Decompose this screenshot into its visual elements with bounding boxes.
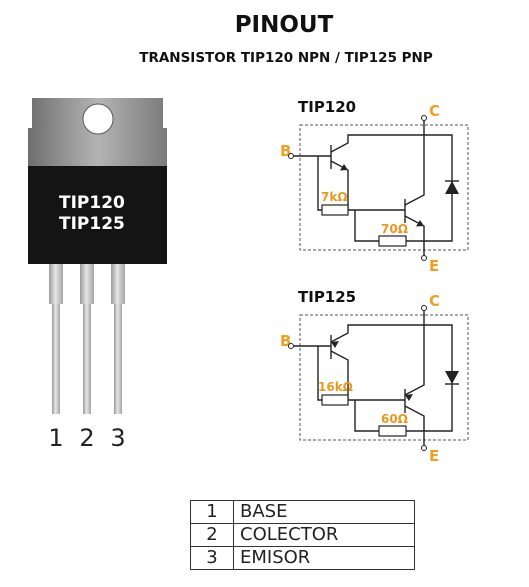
leg-2-wide [80, 264, 94, 304]
pin-number-2: 2 [79, 424, 94, 452]
terminal-base-label: B [280, 332, 291, 350]
terminal-base-label: B [280, 142, 291, 160]
r1-left-wire [317, 156, 322, 211]
leg-1-wide [49, 264, 63, 304]
q1-collector-wire [330, 350, 355, 401]
resistor-r1-value: 16kΩ [318, 380, 353, 394]
emitter-terminal [421, 445, 427, 451]
pin-name-cell: COLECTOR [233, 523, 415, 547]
diode-loop-wire [424, 324, 453, 432]
r2-left-wire [354, 400, 379, 432]
q2-emitter-arrow [405, 394, 413, 401]
base-terminal [288, 153, 294, 159]
leg-3-wide [111, 264, 125, 304]
mounting-hole [82, 103, 114, 135]
terminal-collector-label: C [429, 292, 440, 310]
pin-number-cell: 3 [190, 546, 234, 570]
q2-emitter-arrow [416, 220, 424, 227]
q1-emitter-arrow [331, 341, 339, 348]
resistor-r2-value: 70Ω [381, 222, 408, 236]
leg-1 [52, 304, 60, 414]
diode-symbol [445, 181, 459, 194]
terminal-collector-label: C [429, 102, 440, 120]
schematic-tip120: TIP120 C B E 7kΩ 70Ω [280, 98, 469, 275]
table-row: 2 COLECTOR [190, 523, 415, 547]
dashed-outline [299, 314, 469, 441]
pin-number-1: 1 [48, 424, 63, 452]
resistor-r1 [321, 394, 349, 406]
page-subtitle: TRANSISTOR TIP120 NPN / TIP125 PNP [139, 50, 433, 66]
page-title: PINOUT [235, 12, 334, 38]
leg-2 [83, 304, 91, 414]
terminal-emitter-label: E [429, 257, 439, 275]
pin-number-cell: 1 [190, 500, 234, 524]
q1-emitter-wire [330, 160, 355, 211]
resistor-r1 [321, 204, 349, 216]
q2-collector-wire [404, 121, 425, 206]
terminal-emitter-label: E [429, 447, 439, 465]
resistor-r1-value: 7kΩ [321, 190, 348, 204]
pin-table: 1 BASE 2 COLECTOR 3 EMISOR [190, 500, 415, 570]
emitter-terminal [421, 255, 427, 261]
collector-terminal [421, 305, 427, 311]
pin-name-cell: BASE [233, 500, 415, 524]
pin-name-cell: EMISOR [233, 546, 415, 570]
schematic-tip125: TIP125 C B E 16kΩ 60Ω [280, 288, 469, 465]
resistor-r2 [378, 425, 407, 437]
chip-label-1: TIP120 [59, 193, 125, 213]
table-row: 3 EMISOR [190, 546, 415, 570]
pin-number-cell: 2 [190, 523, 234, 547]
q2-emitter-wire [404, 311, 425, 396]
chip-label-2: TIP125 [59, 214, 125, 234]
q2-collector-wire [404, 405, 425, 445]
to220-package: TIP120 TIP125 1 2 3 [28, 98, 167, 452]
diode-symbol [445, 371, 459, 384]
r1-left-wire [317, 346, 322, 401]
base-terminal [288, 343, 294, 349]
schematic-title: TIP125 [298, 288, 356, 306]
q1-collector-wire [330, 134, 424, 153]
q1-emitter-arrow [340, 164, 348, 171]
schematic-title: TIP120 [298, 98, 356, 116]
q1-emitter-wire [330, 324, 424, 343]
dashed-outline [299, 124, 469, 251]
leg-3 [114, 304, 122, 414]
collector-terminal [421, 115, 427, 121]
chip-body [28, 166, 167, 264]
resistor-r2-value: 60Ω [381, 412, 408, 426]
table-row: 1 BASE [190, 500, 415, 524]
pin-number-3: 3 [110, 424, 125, 452]
diode-loop-wire [424, 134, 453, 242]
resistor-r2 [378, 235, 407, 247]
r2-left-wire [354, 210, 379, 242]
